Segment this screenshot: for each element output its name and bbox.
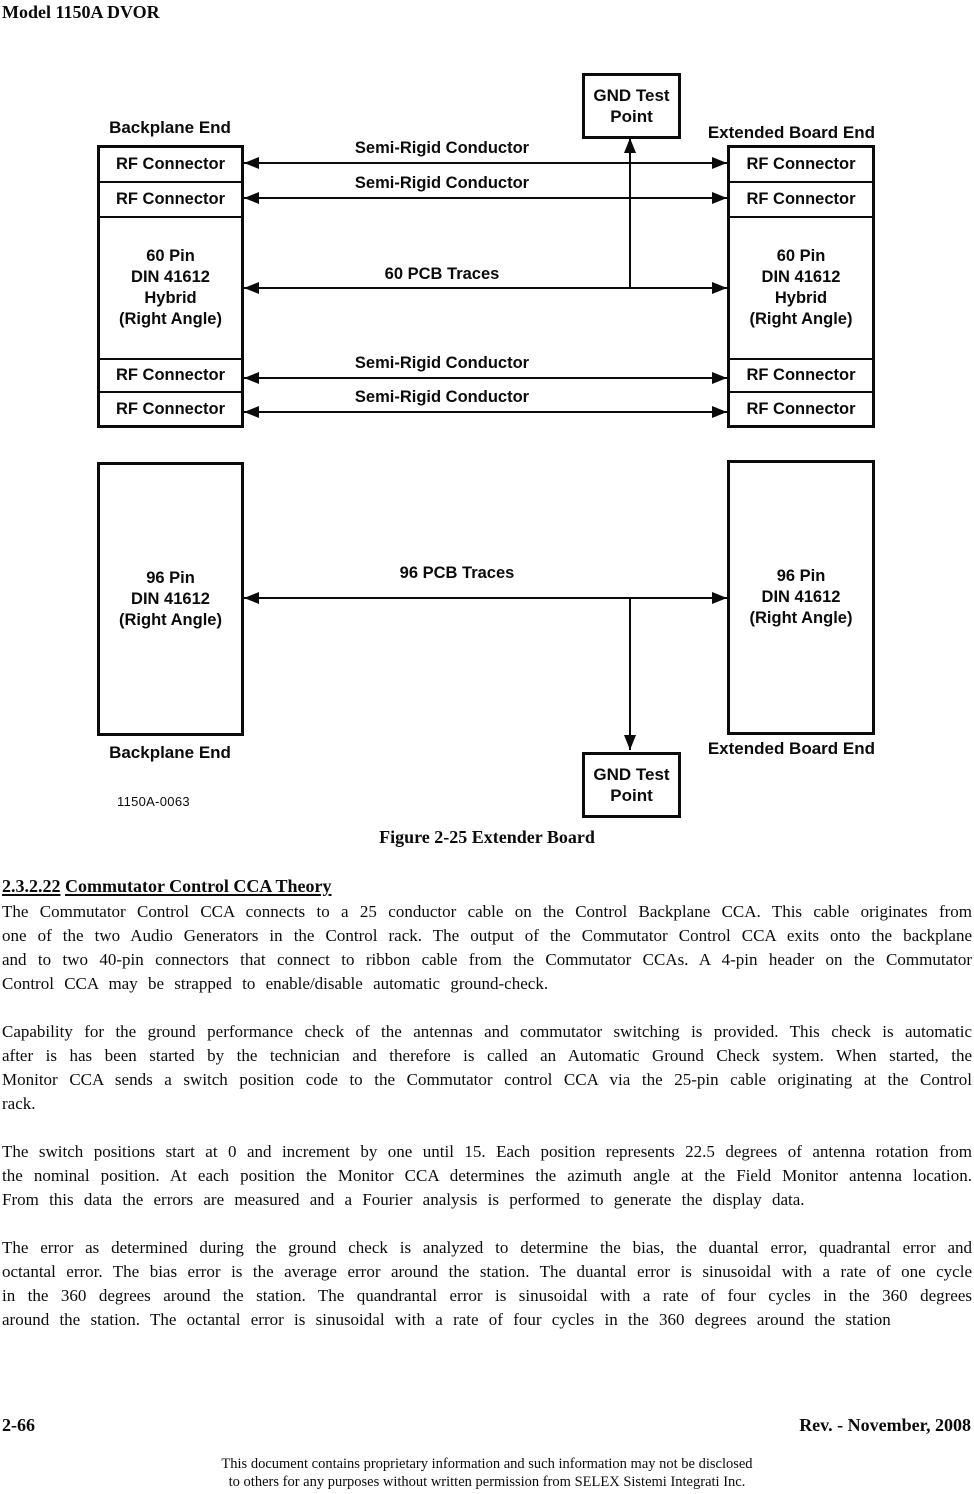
revision-date: Rev. - November, 2008	[799, 1415, 971, 1435]
gnd-test-point-label: GND Test	[593, 765, 670, 784]
connector-line: 96 Pin	[146, 568, 195, 587]
gnd-test-point-box-bottom: GND Test Point	[582, 752, 681, 818]
paragraph-4: The error as determined during the groun…	[2, 1238, 972, 1329]
paragraph-1: The Commutator Control CCA connects to a…	[2, 902, 972, 993]
connector-line: (Right Angle)	[119, 610, 222, 629]
gnd-test-point-label: Point	[610, 786, 653, 805]
semi-rigid-conductor-arrow-3	[244, 372, 727, 384]
rf-connector-cell: RF Connector	[100, 391, 241, 425]
gnd-arrow-top	[624, 138, 636, 289]
paragraph-3: The switch positions start at 0 and incr…	[2, 1142, 972, 1209]
backplane-end-label-top: Backplane End	[109, 118, 231, 137]
semi-rigid-conductor-label-2: Semi-Rigid Conductor	[354, 174, 530, 192]
gnd-test-point-label: Point	[610, 107, 653, 126]
rf-connector-cell: RF Connector	[115, 155, 226, 173]
footer: 2-66 Rev. - November, 2008	[2, 1414, 971, 1436]
pcb-traces-96-label: 96 PCB Traces	[399, 564, 515, 582]
rf-connector-cell: RF Connector	[730, 358, 872, 391]
semi-rigid-conductor-label-3: Semi-Rigid Conductor	[354, 354, 530, 372]
rf-connector-cell: RF Connector	[730, 181, 872, 216]
din-41612-hybrid-cell: 60 Pin DIN 41612 Hybrid (Right Angle)	[100, 216, 241, 358]
connector-line: DIN 41612	[131, 268, 210, 286]
connector-line: DIN 41612	[131, 589, 210, 608]
connector-line: (Right Angle)	[749, 609, 853, 627]
backplane-60pin-connector-box: RF Connector RF Connector 60 Pin DIN 416…	[97, 145, 244, 428]
disclaimer-line-1: This document contains proprietary infor…	[221, 1456, 753, 1472]
din-41612-96pin-cell: 96 Pin DIN 41612 (Right Angle)	[100, 465, 241, 733]
page-number: 2-66	[2, 1415, 35, 1435]
rf-connector-cell: RF Connector	[746, 155, 856, 173]
semi-rigid-conductor-label-4: Semi-Rigid Conductor	[354, 388, 530, 406]
pcb-traces-60-label: 60 PCB Traces	[384, 265, 500, 283]
backplane-end-label-bottom: Backplane End	[109, 743, 231, 762]
connector-line: Hybrid	[774, 289, 828, 307]
paragraph-2: Capability for the ground performance ch…	[2, 1022, 972, 1113]
semi-rigid-conductor-arrow-2	[244, 192, 727, 204]
rf-connector-cell: RF Connector	[100, 181, 241, 216]
extended-60pin-connector-box: RF Connector RF Connector 60 Pin DIN 416…	[727, 145, 875, 428]
body-text: The Commutator Control CCA connects to a…	[2, 900, 972, 1332]
section-number: 2.3.2.22	[2, 876, 61, 896]
connector-line: (Right Angle)	[749, 310, 853, 328]
proprietary-disclaimer: This document contains proprietary infor…	[0, 1455, 974, 1491]
connector-line: (Right Angle)	[119, 310, 222, 328]
pcb-traces-96-arrow	[244, 592, 727, 604]
extended-board-end-label-bottom: Extended Board End	[707, 739, 875, 758]
document-title: Model 1150A DVOR	[2, 2, 160, 22]
connector-line: Hybrid	[144, 289, 197, 307]
gnd-test-point-label: GND Test	[593, 86, 670, 105]
connector-line: DIN 41612	[761, 268, 841, 286]
pcb-traces-60-arrow	[244, 282, 727, 294]
semi-rigid-conductor-arrow-4	[244, 406, 727, 418]
drawing-number: 1150A-0063	[117, 794, 190, 809]
connector-line: DIN 41612	[761, 588, 841, 606]
section-heading: 2.3.2.22 Commutator Control CCA Theory	[2, 875, 332, 897]
semi-rigid-conductor-arrow-1	[244, 157, 727, 169]
rf-connector-cell: RF Connector	[730, 391, 872, 425]
extended-board-end-label-top: Extended Board End	[707, 123, 875, 142]
gnd-test-point-box-top: GND Test Point	[582, 73, 681, 139]
backplane-96pin-connector-box: 96 Pin DIN 41612 (Right Angle)	[97, 462, 244, 736]
connector-line: 60 Pin	[146, 247, 195, 265]
connector-line: 96 Pin	[776, 567, 826, 585]
din-41612-96pin-cell: 96 Pin DIN 41612 (Right Angle)	[730, 463, 872, 732]
gnd-arrow-bottom	[624, 598, 636, 750]
rf-connector-cell: RF Connector	[100, 358, 241, 391]
disclaimer-line-2: to others for any purposes without writt…	[228, 1474, 746, 1490]
section-title: Commutator Control CCA Theory	[65, 876, 332, 896]
din-41612-hybrid-cell: 60 Pin DIN 41612 Hybrid (Right Angle)	[730, 216, 872, 358]
connector-line: 60 Pin	[776, 247, 826, 265]
extended-96pin-connector-box: 96 Pin DIN 41612 (Right Angle)	[727, 460, 875, 735]
figure-caption: Figure 2-25 Extender Board	[379, 827, 595, 847]
semi-rigid-conductor-label-1: Semi-Rigid Conductor	[354, 139, 530, 157]
